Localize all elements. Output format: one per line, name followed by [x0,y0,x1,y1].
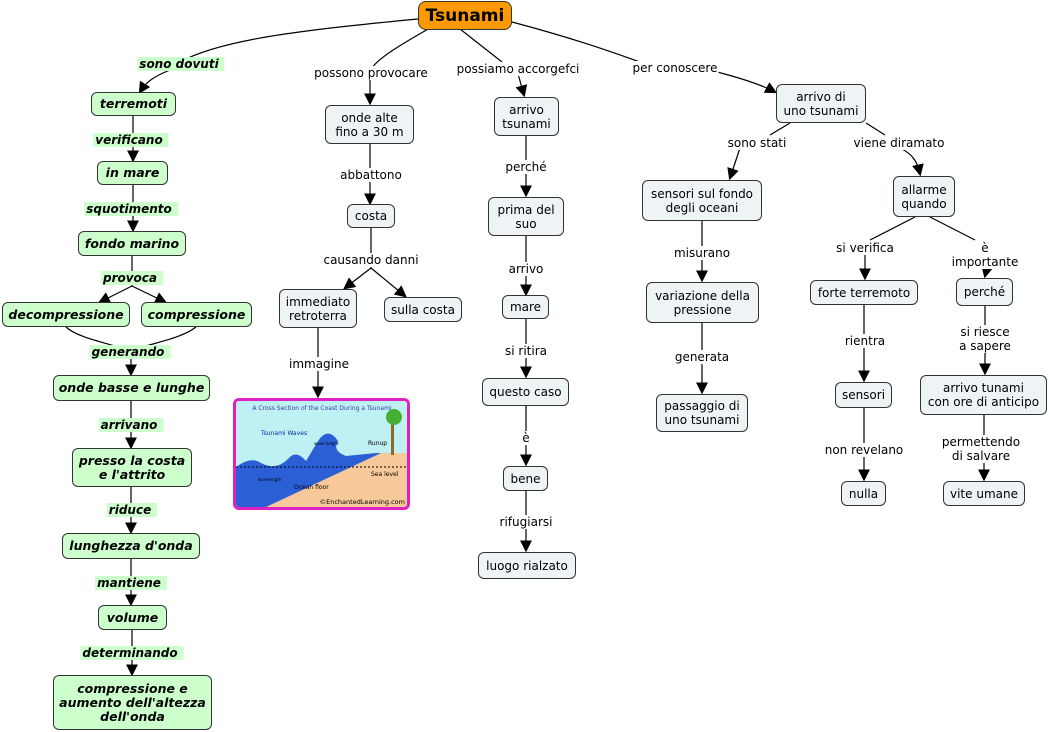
link-verificano: verificano [93,133,169,147]
node-nulla[interactable]: nulla [841,481,886,506]
link-viene-diramato: viene diramato [852,136,946,150]
link-squotimento: squotimento [84,202,178,216]
node-tsunami[interactable]: Tsunami [418,1,512,30]
link-determinando: determinando [80,646,184,660]
link-si-verifica: si verifica [835,241,895,255]
node-arrivo-di-uno-tsunami[interactable]: arrivo di uno tsunami [776,84,866,123]
node-volume[interactable]: volume [98,605,167,630]
link-arrivano: arrivano [98,418,164,432]
link-immagine: immagine [287,357,351,371]
node-compressione[interactable]: compressione [141,302,252,327]
image-ocean-floor: Ocean floor [294,484,329,491]
node-sensori[interactable]: sensori [835,382,892,408]
link-sono-stati: sono stati [726,136,788,150]
node-in-mare[interactable]: in mare [97,161,168,185]
link-possiamo: possiamo accorgefci [455,62,581,76]
node-presso-la-costa[interactable]: presso la costa e l'attrito [72,448,192,487]
node-bene[interactable]: bene [503,466,548,491]
link-misurano: misurano [672,246,732,260]
link-rientra: rientra [843,334,887,348]
link-riduce: riduce [106,503,158,517]
node-fondo-marino[interactable]: fondo marino [78,231,186,256]
node-vite-umane[interactable]: vite umane [943,481,1025,506]
link-e: è [521,431,531,445]
link-sono-dovuti: sono dovuti [137,57,225,71]
node-decompressione[interactable]: decompressione [2,302,130,327]
node-onde-alte[interactable]: onde alte fino a 30 m [325,105,414,144]
tsunami-cross-section-image[interactable]: A Cross Section of the Coast During a Ts… [233,398,410,510]
link-non-revelano: non revelano [823,443,905,457]
node-costa[interactable]: costa [347,204,395,228]
node-allarme-quando[interactable]: allarme quando [893,176,955,217]
image-wavelength: wavelength [258,477,282,482]
image-title: A Cross Section of the Coast During a Ts… [252,405,392,412]
node-questo-caso[interactable]: questo caso [482,378,569,406]
link-si-ritira: si ritira [504,344,548,358]
link-provoca: provoca [100,271,164,285]
node-perche[interactable]: perché [956,278,1013,306]
image-wave-height: wave height [314,441,339,446]
node-lunghezza-onda[interactable]: lunghezza d'onda [62,533,200,559]
node-compressione-aumento[interactable]: compressione e aumento dell'altezza dell… [53,675,212,730]
node-arrivo-tsunami[interactable]: arrivo tsunami [494,97,559,136]
node-luogo-rialzato[interactable]: luogo rialzato [478,552,576,579]
link-generando: generando [89,345,171,359]
node-sensori-fondo[interactable]: sensori sul fondo degli oceani [642,180,762,221]
link-causando-danni: causando danni [322,253,420,267]
link-e-importante: è importante [950,241,1020,269]
image-runup: Runup [368,440,387,447]
node-passaggio[interactable]: passaggio di uno tsunami [656,394,748,432]
link-rifugiarsi: rifugiarsi [498,515,554,529]
node-variazione-pressione[interactable]: variazione della pressione [646,282,759,323]
link-abbattono: abbattono [339,168,403,182]
node-immediato-retroterra[interactable]: immediato retroterra [279,289,357,328]
link-possono-provocare: possono provocare [313,66,429,80]
node-mare[interactable]: mare [502,295,549,319]
link-arrivo: arrivo [507,262,545,276]
image-sea-level: Sea level [371,471,399,478]
node-onde-basse[interactable]: onde basse e lunghe [53,375,210,401]
node-arrivo-tunami-anticipo[interactable]: arrivo tunami con ore di anticipo [920,375,1047,415]
link-si-riesce: si riesce a sapere [958,325,1012,353]
node-forte-terremoto[interactable]: forte terremoto [810,280,918,305]
image-waves-label: Tsunami Waves [260,430,307,437]
node-sulla-costa[interactable]: sulla costa [384,297,462,322]
node-terremoti[interactable]: terremoti [91,92,176,116]
link-permettendo: permettendo di salvare [940,435,1022,463]
link-generata: generata [673,350,731,364]
image-credit: ©EnchantedLearning.com [320,498,405,506]
link-mantiene: mantiene [95,576,167,590]
link-per-conoscere: per conoscere [631,61,719,75]
node-prima-del-suo[interactable]: prima del suo [488,197,564,236]
link-perche: perché [504,160,548,174]
